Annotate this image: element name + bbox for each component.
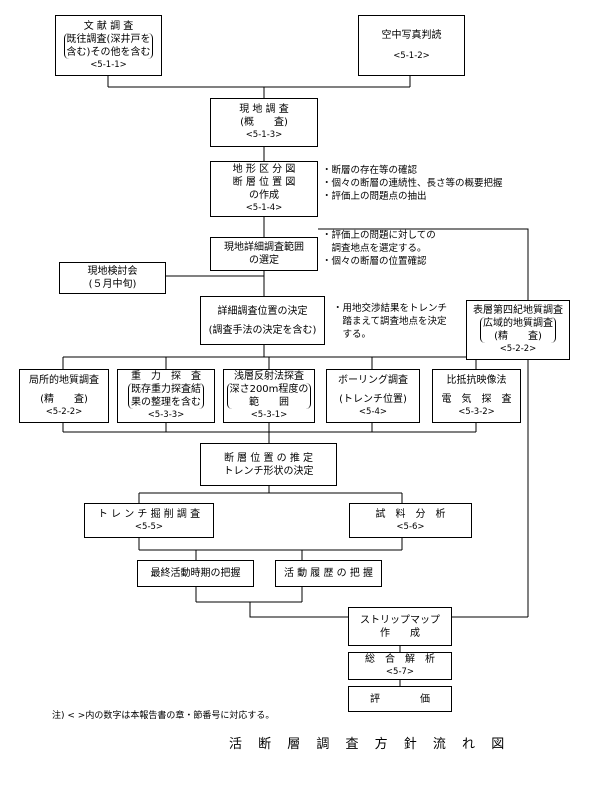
note-line: ・個々の断層の位置確認 bbox=[322, 256, 427, 267]
box-ref: <5-1-2> bbox=[393, 50, 430, 61]
box-paren-group: 既往調査(深井戸を 含む)その他を含む bbox=[63, 32, 154, 59]
box-trench-kussaku: ト レ ン チ 掘 削 調 査 <5-5> bbox=[84, 503, 214, 538]
footnote: 注) < >内の数字は本報告書の章・節番号に対応する。 bbox=[52, 711, 275, 721]
box-ref: <5-7> bbox=[385, 667, 415, 677]
box-line: 広域的地質調査 bbox=[483, 318, 553, 329]
box-line: 含む)その他を含む bbox=[66, 46, 151, 58]
note-line: ・評価上の問題に対しての bbox=[322, 230, 436, 241]
box-senso-hansha: 浅層反射法探査 深さ200m程度の 範 囲 <5-3-1> bbox=[223, 369, 315, 423]
note-line: ・用地交渉結果をトレンチ bbox=[333, 303, 448, 314]
box-line: 既往調査(深井戸を bbox=[66, 33, 151, 45]
box-ref: <5-3-3> bbox=[147, 410, 185, 420]
box-katsudo-rireki: 活 動 履 歴 の 把 握 bbox=[275, 560, 382, 587]
box-boring-chosa: ボーリング調査 (トレンチ位置) <5-4> bbox=[326, 369, 420, 423]
box-line: (精 査) bbox=[40, 393, 88, 405]
box-line: トレンチ形状の決定 bbox=[223, 465, 314, 477]
box-line: 比抵抗映像法 bbox=[446, 374, 507, 386]
box-line: (調査手法の決定を含む) bbox=[208, 324, 317, 336]
box-line: (精 査) bbox=[494, 331, 542, 342]
box-hyoka: 評 価 bbox=[348, 686, 452, 712]
box-line: (５月中旬) bbox=[88, 279, 137, 290]
box-paren-group: 広域的地質調査 (精 査) bbox=[480, 317, 556, 343]
box-line: ボーリング調査 bbox=[338, 374, 408, 386]
box-ref: <5-4> bbox=[358, 406, 388, 417]
box-line: 重 力 探 査 bbox=[131, 371, 201, 382]
box-ref: <5-3-2> bbox=[458, 406, 495, 417]
box-line: ト レ ン チ 掘 削 調 査 bbox=[97, 508, 201, 520]
box-hyoso-daiyonki: 表層第四紀地質調査 広域的地質調査 (精 査) <5-2-2> bbox=[466, 300, 570, 360]
box-line: ストリップマップ bbox=[360, 614, 440, 626]
box-shosai-kettei: 詳細調査位置の決定 (調査手法の決定を含む) bbox=[200, 296, 325, 345]
box-ref: <5-2-2> bbox=[499, 344, 537, 354]
box-line: 最終活動時期の把握 bbox=[150, 568, 241, 579]
note-site-selection: ・評価上の問題に対しての 調査地点を選定する。 ・個々の断層の位置確認 bbox=[322, 229, 436, 268]
box-line: 試 料 分 析 bbox=[375, 508, 446, 520]
note-land-negotiation: ・用地交渉結果をトレンチ 踏まえて調査地点を決定 する。 bbox=[333, 302, 447, 341]
box-line: 電 気 探 査 bbox=[441, 393, 512, 405]
box-ref: <5-1-3> bbox=[245, 130, 283, 140]
box-chikei-kubun: 地 形 区 分 図 断 層 位 置 図 の作成 <5-1-4> bbox=[210, 161, 318, 217]
box-ref: <5-1-4> bbox=[245, 203, 283, 213]
note-line: する。 bbox=[333, 329, 372, 340]
note-line: ・断層の存在等の確認 bbox=[322, 165, 418, 176]
connector bbox=[318, 228, 529, 333]
box-paren-group: 既存重力探査結 果の整理を含む bbox=[128, 383, 204, 409]
note-line: ・個々の断層の連続性、長さ等の概要把握 bbox=[322, 178, 503, 189]
box-line: 総 合 解 析 bbox=[365, 654, 435, 665]
box-line: 断 層 位 置 の 推 定 bbox=[223, 452, 314, 464]
box-line: 表層第四紀地質調査 bbox=[473, 305, 563, 316]
diagram-title: 活 断 層 調 査 方 針 流 れ 図 bbox=[229, 737, 511, 752]
box-line: 活 動 履 歴 の 把 握 bbox=[283, 568, 374, 579]
box-line: 作 成 bbox=[380, 627, 420, 639]
box-ref: <5-5> bbox=[134, 521, 164, 532]
box-juryoku-tansa: 重 力 探 査 既存重力探査結 果の整理を含む <5-3-3> bbox=[117, 369, 215, 423]
box-strip-map: ストリップマップ 作 成 bbox=[348, 607, 452, 646]
box-line: 地 形 区 分 図 bbox=[232, 164, 296, 175]
box-ref: <5-3-1> bbox=[250, 410, 288, 420]
box-line: の作成 bbox=[249, 190, 279, 201]
box-line: の選定 bbox=[249, 255, 279, 266]
box-line: 現 地 調 査 bbox=[239, 104, 289, 115]
box-line: 文 献 調 査 bbox=[83, 20, 134, 32]
note-survey-purpose: ・断層の存在等の確認 ・個々の断層の連続性、長さ等の概要把握 ・評価上の問題点の… bbox=[322, 164, 503, 203]
box-line: 浅層反射法探査 bbox=[234, 371, 304, 382]
box-line: 空中写真判読 bbox=[381, 29, 442, 41]
box-paren-group: 深さ200m程度の 範 囲 bbox=[226, 383, 312, 409]
box-ref: <5-2-2> bbox=[45, 406, 83, 417]
box-line: (トレンチ位置) bbox=[339, 393, 407, 405]
box-line: 範 囲 bbox=[248, 397, 289, 408]
box-line: (概 査) bbox=[240, 117, 288, 128]
box-kuchu-shashin: 空中写真判読 <5-1-2> bbox=[358, 15, 465, 76]
box-line: 既存重力探査結 bbox=[131, 384, 201, 395]
box-hiteiko-eizo: 比抵抗映像法 電 気 探 査 <5-3-2> bbox=[432, 369, 521, 423]
box-line: 評 価 bbox=[370, 693, 430, 705]
note-line: ・評価上の問題点の抽出 bbox=[322, 191, 427, 202]
box-kyokusho-chishitsu: 局所的地質調査 (精 査) <5-2-2> bbox=[19, 369, 109, 423]
box-saishu-katsudo: 最終活動時期の把握 bbox=[137, 560, 254, 587]
box-ref: <5-6> bbox=[396, 521, 425, 532]
box-sogo-kaiseki: 総 合 解 析 <5-7> bbox=[348, 652, 452, 680]
box-line: 現地詳細調査範囲 bbox=[224, 242, 304, 253]
box-line: 局所的地質調査 bbox=[29, 374, 99, 386]
note-line: 調査地点を選定する。 bbox=[322, 243, 427, 254]
box-line: 果の整理を含む bbox=[131, 397, 201, 408]
box-dansou-suitei: 断 層 位 置 の 推 定 トレンチ形状の決定 bbox=[200, 443, 337, 486]
box-shiryo-bunseki: 試 料 分 析 <5-6> bbox=[349, 503, 472, 538]
box-genchi-chosa: 現 地 調 査 (概 査) <5-1-3> bbox=[210, 98, 318, 147]
box-bunken-chosa: 文 献 調 査 既往調査(深井戸を 含む)その他を含む <5-1-1> bbox=[55, 15, 162, 76]
box-shosai-hani: 現地詳細調査範囲 の選定 bbox=[210, 237, 318, 271]
box-line: 断 層 位 置 図 bbox=[232, 177, 296, 188]
box-line: 現地検討会 bbox=[87, 266, 138, 277]
note-line: 踏まえて調査地点を決定 bbox=[333, 316, 447, 327]
box-line: 深さ200m程度の bbox=[229, 384, 309, 395]
box-line: 詳細調査位置の決定 bbox=[217, 305, 308, 317]
box-ref: <5-1-1> bbox=[90, 59, 127, 70]
box-genchi-kentokai: 現地検討会 (５月中旬) bbox=[59, 262, 166, 294]
